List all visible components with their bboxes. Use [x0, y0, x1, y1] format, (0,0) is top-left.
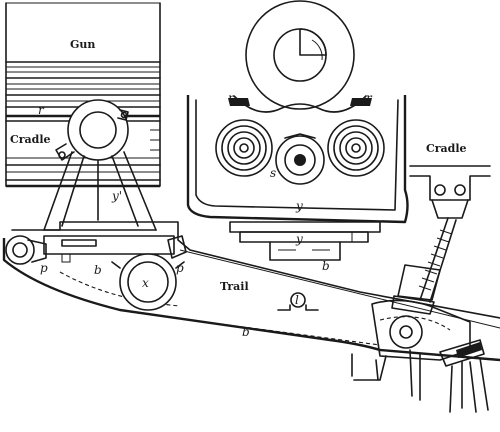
trail-pivot-left	[5, 235, 47, 265]
label-trail: Trail	[220, 280, 249, 293]
label-b-section: b	[322, 259, 330, 273]
label-r-mid-left: r	[228, 91, 235, 105]
label-s: s	[270, 166, 276, 180]
carriage-body	[43, 235, 187, 263]
cradle-detail	[409, 165, 491, 219]
label-x: x	[142, 276, 149, 290]
elevating-screw	[391, 217, 457, 315]
label-b-trail: b	[242, 325, 250, 339]
label-p-left: p	[40, 261, 48, 275]
support-standard	[43, 151, 157, 231]
section-base	[229, 221, 381, 261]
label-gun: Gun	[70, 38, 95, 51]
recoil-cylinder-center	[275, 133, 325, 185]
spring-cylinder-right	[327, 119, 385, 177]
rear-bracket	[351, 299, 471, 381]
label-r-mid-right: r	[366, 91, 373, 105]
label-cradle-left: Cradle	[10, 133, 51, 146]
cradle-section	[186, 95, 409, 224]
trail	[2, 221, 500, 362]
trail-screw	[277, 292, 319, 311]
label-y-prime: y'	[111, 189, 122, 203]
label-y-lower: y	[295, 232, 303, 246]
spring-cylinder-left	[215, 119, 273, 177]
label-y-upper: y	[295, 199, 303, 213]
label-p-right: p	[176, 261, 184, 275]
axle	[111, 253, 185, 311]
label-l: l	[295, 293, 299, 307]
trail-spade	[409, 339, 489, 413]
gun-section	[245, 0, 355, 110]
clamp-ring	[55, 99, 129, 161]
label-r-left: r	[38, 103, 45, 117]
label-cradle-right: Cradle	[426, 142, 467, 155]
label-b-left: b	[94, 263, 102, 277]
